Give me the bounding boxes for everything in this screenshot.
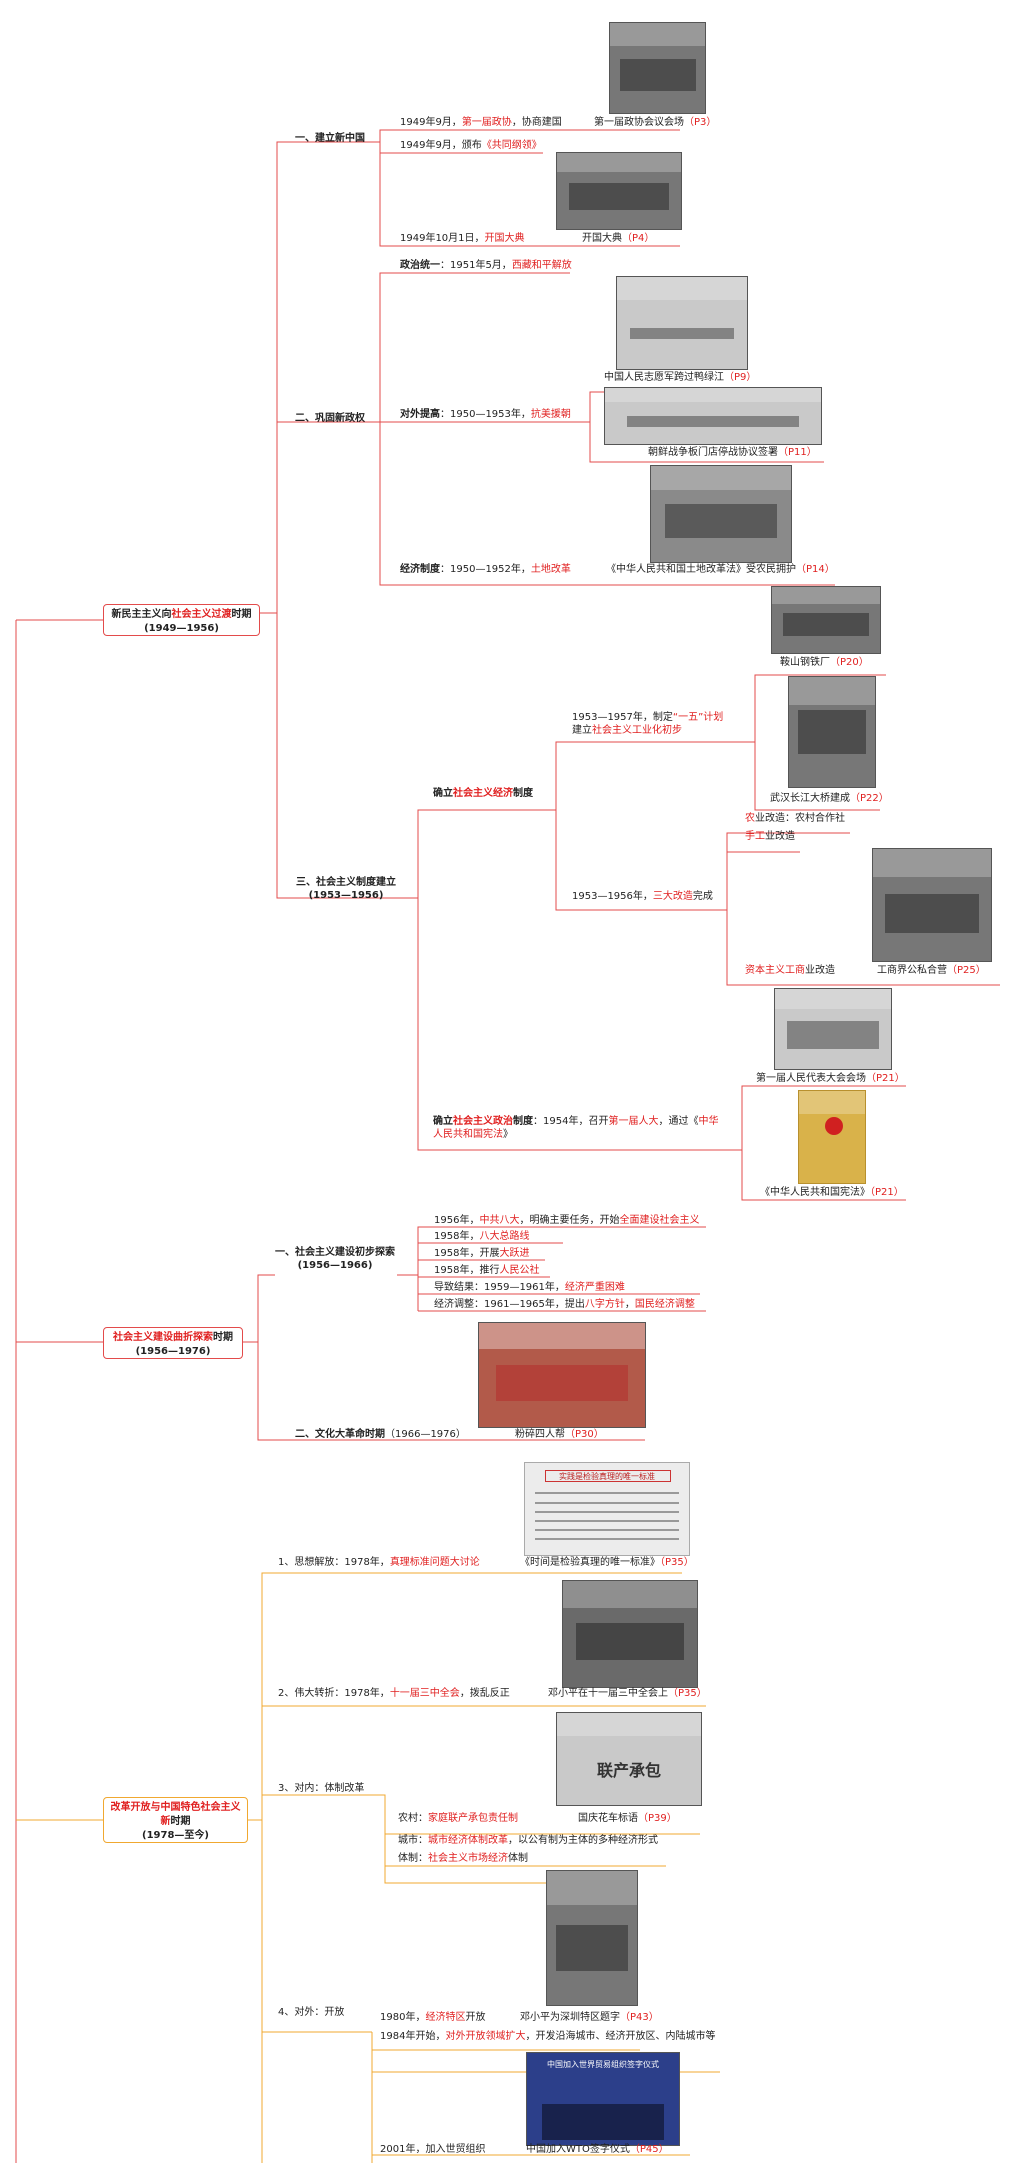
photo-npc-hall bbox=[774, 988, 892, 1070]
photo-panmunjom-armistice bbox=[604, 387, 822, 445]
p1-s3-photo-steel-caption: 鞍山钢铁厂（P20） bbox=[780, 657, 869, 668]
photo-deng-third-plenum bbox=[562, 1580, 698, 1688]
p1-s3-photo-npc-caption: 第一届人民代表大会会场（P21） bbox=[756, 1073, 905, 1084]
p1-s1-line3[interactable]: 1949年10月1日，开国大典 bbox=[400, 233, 525, 244]
photo-cppcc-hall bbox=[609, 22, 706, 114]
p3-item1[interactable]: 1、思想解放：1978年，真理标准问题大讨论 bbox=[278, 1557, 480, 1568]
photo-land-reform-crowd bbox=[650, 465, 792, 563]
period2-node[interactable]: 社会主义建设曲折探索时期 (1956—1976) bbox=[103, 1327, 243, 1359]
p1-s1-photo2-caption: 开国大典（P4） bbox=[582, 233, 655, 244]
p1-s3-photo-merchant-caption: 工商界公私合营（P25） bbox=[877, 965, 986, 976]
period1-node[interactable]: 新民主主义向社会主义过渡时期 (1949—1956) bbox=[103, 604, 260, 636]
p1-s2-label[interactable]: 二、巩固新政权 bbox=[295, 413, 365, 424]
period1-years: (1949—1956) bbox=[144, 623, 219, 634]
p3-item4-b[interactable]: 1984年开始，对外开放领域扩大，开发沿海城市、经济开放区、内陆城市等 bbox=[380, 2031, 716, 2042]
period3-title-a: 改革开放与中国特色社会主义 bbox=[110, 1802, 241, 1813]
p3-item3-rural[interactable]: 农村：家庭联产承包责任制 bbox=[398, 1813, 518, 1824]
p3-item4-photo2-caption: 中国加入WTO签字仪式（P45） bbox=[526, 2144, 669, 2155]
p3-item4-a[interactable]: 1980年，经济特区开放 bbox=[380, 2012, 486, 2023]
period3-title-b: 新 bbox=[160, 1816, 171, 1827]
p1-s2-external[interactable]: 对外提高：1950—1953年，抗美援朝 bbox=[400, 409, 571, 420]
photo-wuhan-bridge bbox=[788, 676, 876, 788]
photo-public-private-merger bbox=[872, 848, 992, 962]
p1-s1-photo1-caption: 第一届政协会议会场（P3） bbox=[594, 117, 717, 128]
p2-s1-item3[interactable]: 1958年，开展大跃进 bbox=[434, 1248, 530, 1259]
p3-item2-photo-caption: 邓小平在十一届三中全会上（P35） bbox=[548, 1688, 707, 1699]
p1-s3-photo-bridge-caption: 武汉长江大桥建成（P22） bbox=[770, 793, 889, 804]
p2-s1-item1[interactable]: 1956年，中共八大，明确主要任务，开始全面建设社会主义 bbox=[434, 1215, 700, 1226]
p2-s1-item5[interactable]: 导致结果：1959—1961年，经济严重困难 bbox=[434, 1282, 625, 1293]
period3-title-c: 时期 bbox=[170, 1816, 191, 1827]
period2-years: (1956—1976) bbox=[135, 1346, 211, 1357]
photo-founding-ceremony bbox=[556, 152, 682, 230]
p2-s1-item4[interactable]: 1958年，推行人民公社 bbox=[434, 1265, 540, 1276]
p1-s3-political[interactable]: 确立社会主义政治制度：1954年，召开第一届人大，通过《中华 人民共和国宪法》 bbox=[433, 1116, 719, 1140]
period2-title-b: 时期 bbox=[213, 1332, 233, 1343]
photo-truth-criterion-newspaper: 实践是检验真理的唯一标准 bbox=[524, 1462, 690, 1556]
photo-smash-gang-of-four bbox=[478, 1322, 646, 1428]
photo-yalu-river-crossing bbox=[616, 276, 748, 370]
p1-s1-label[interactable]: 一、建立新中国 bbox=[295, 133, 365, 144]
photo-national-day-float: 联产承包 bbox=[556, 1712, 702, 1806]
photo-deng-shenzhen-inscription bbox=[546, 1870, 638, 2006]
p1-s2-economic[interactable]: 经济制度：1950—1952年，土地改革 bbox=[400, 564, 571, 575]
photo-wto-signing: 中国加入世界贸易组织签字仪式 bbox=[526, 2052, 680, 2146]
p1-s2-photo2-caption: 朝鲜战争板门店停战协议签署（P11） bbox=[648, 447, 817, 458]
p3-item3-photo-caption: 国庆花车标语（P39） bbox=[578, 1813, 677, 1824]
period3-years: (1978—至今) bbox=[142, 1830, 209, 1841]
p1-s1-line2[interactable]: 1949年9月，颁布《共同纲领》 bbox=[400, 140, 542, 151]
p3-item4-photo1-caption: 邓小平为深圳特区题字（P43） bbox=[520, 2012, 659, 2023]
period3-node[interactable]: 改革开放与中国特色社会主义 新时期 (1978—至今) bbox=[103, 1797, 248, 1843]
p3-item3-system[interactable]: 体制：社会主义市场经济体制 bbox=[398, 1853, 528, 1864]
period2-title-a: 社会主义建设曲折探索 bbox=[113, 1332, 213, 1343]
p2-s2-photo-caption: 粉碎四人帮（P30） bbox=[515, 1429, 604, 1440]
p1-s3-reform[interactable]: 1953—1956年，三大改造完成 bbox=[572, 891, 713, 902]
p1-s1-line1[interactable]: 1949年9月，第一届政协，协商建国 bbox=[400, 117, 562, 128]
p1-s3-craft[interactable]: 手工业改造 bbox=[745, 831, 795, 842]
p1-s3-label[interactable]: 三、社会主义制度建立 (1953—1956) bbox=[296, 877, 396, 901]
photo-anshan-steel bbox=[771, 586, 881, 654]
period1-title-a: 新民主主义向 bbox=[111, 609, 172, 620]
p1-s2-political[interactable]: 政治统一：1951年5月，西藏和平解放 bbox=[400, 260, 572, 271]
period1-title-b: 社会主义过渡 bbox=[171, 609, 232, 620]
p1-s3-plan[interactable]: 1953—1957年，制定“一五”计划 建立社会主义工业化初步 bbox=[572, 712, 724, 736]
p1-s3-capital[interactable]: 资本主义工商业改造 bbox=[745, 965, 835, 976]
p1-s3-econ[interactable]: 确立社会主义经济制度 bbox=[433, 788, 533, 799]
p3-item1-photo-caption: 《时间是检验真理的唯一标准》（P35） bbox=[520, 1557, 694, 1568]
p3-item4[interactable]: 4、对外：开放 bbox=[278, 2007, 345, 2018]
p3-item3[interactable]: 3、对内：体制改革 bbox=[278, 1783, 365, 1794]
p3-item2[interactable]: 2、伟大转折：1978年，十一届三中全会，拨乱反正 bbox=[278, 1688, 510, 1699]
period1-title-c: 时期 bbox=[231, 609, 252, 620]
p1-s2-photo1-caption: 中国人民志愿军跨过鸭绿江（P9） bbox=[604, 372, 757, 383]
p3-item4-c[interactable]: 2001年，加入世贸组织 bbox=[380, 2144, 486, 2155]
p1-s3-agri[interactable]: 农业改造：农村合作社 bbox=[745, 813, 845, 824]
p1-s3-photo-const-caption: 《中华人民共和国宪法》（P21） bbox=[760, 1187, 904, 1198]
p2-s1-item2[interactable]: 1958年，八大总路线 bbox=[434, 1231, 530, 1242]
photo-constitution-book bbox=[798, 1090, 866, 1184]
p2-s1-item6[interactable]: 经济调整：1961—1965年，提出八字方针，国民经济调整 bbox=[434, 1299, 695, 1310]
p2-s2-label[interactable]: 二、文化大革命时期（1966—1976） bbox=[295, 1429, 466, 1440]
p2-s1-label[interactable]: 一、社会主义建设初步探索 (1956—1966) bbox=[275, 1247, 395, 1271]
p3-item3-city[interactable]: 城市：城市经济体制改革，以公有制为主体的多种经济形式 bbox=[398, 1835, 658, 1846]
p1-s2-photo3-caption: 《中华人民共和国土地改革法》受农民拥护（P14） bbox=[606, 564, 835, 575]
